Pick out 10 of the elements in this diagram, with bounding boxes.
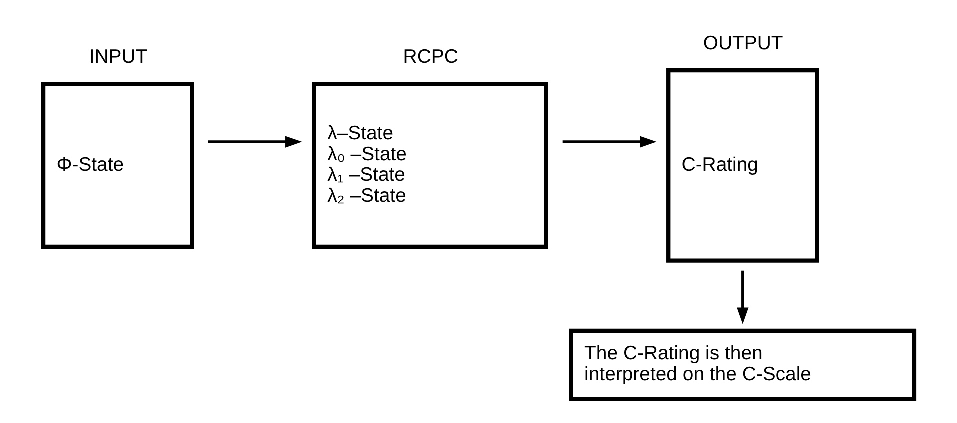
node-label: OUTPUT: [702, 32, 783, 54]
node-box: Φ-State: [40, 82, 194, 249]
node-label: INPUT: [88, 46, 148, 68]
node-box: λ–State λ₀ –State λ₁ –State λ₂ –State: [312, 82, 548, 249]
node-box: The C-Rating is then interpreted on the C-Scale: [568, 328, 916, 402]
node-box: C-Rating: [666, 68, 819, 263]
node-label: RCPC: [402, 46, 458, 68]
arrow: [736, 270, 748, 324]
arrow: [208, 136, 302, 148]
arrow: [562, 136, 656, 148]
